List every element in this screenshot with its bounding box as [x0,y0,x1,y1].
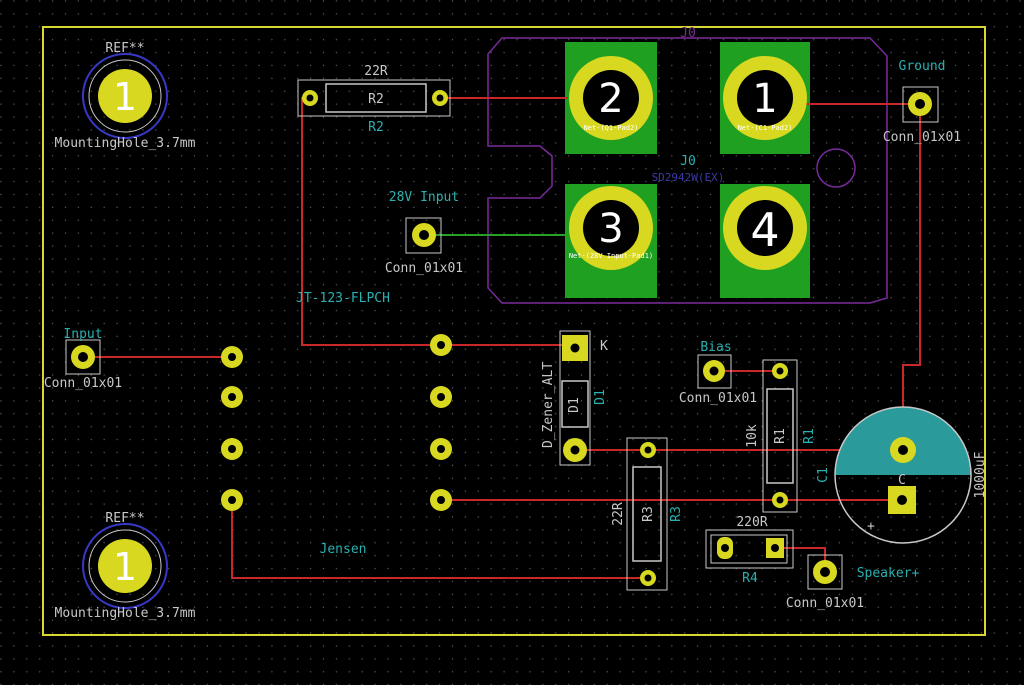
r4-ref: R4 [742,571,758,586]
c1-value: 1000uF [973,451,988,498]
c1-ref: C1 [816,467,831,483]
capacitor-c1[interactable]: C + C1 1000uF [816,406,988,544]
j0-pad-4-number: 4 [750,203,779,257]
mh2-pad-number: 1 [113,545,137,589]
mh1-ref: REF** [105,41,144,56]
j0-pad-1-net: Net-(C1-Pad2) [738,124,793,132]
c1-pin-label: C [898,473,906,488]
bias-value: Conn_01x01 [679,391,757,406]
d1-value: D_Zener_ALT [541,362,556,448]
resistor-r1[interactable]: 10k R1 R1 [745,359,817,513]
connector-input[interactable]: Input Conn_01x01 [44,327,122,391]
r1-value: 10k [745,424,760,448]
c1-plus: + [867,519,875,534]
speaker-label: Speaker+ [857,566,920,581]
r1-ref: R1 [802,428,817,444]
ground-value: Conn_01x01 [883,130,961,145]
transformer-jensen[interactable]: Jensen [221,334,452,557]
j0-pad-3-number: 3 [598,206,623,252]
mh1-pad-number: 1 [113,75,137,119]
28v-label: 28V Input [389,190,459,205]
input-label: Input [63,327,102,342]
connector-ground[interactable]: Ground Conn_01x01 [883,59,961,145]
d1-k: K [600,339,608,354]
connector-28v-input[interactable]: 28V Input Conn_01x01 [385,190,463,276]
mh2-value: MountingHole_3.7mm [55,606,196,621]
j0-ref: J0 [680,154,696,169]
transformer-value: JT-123-FLPCH [296,291,390,306]
connector-bias[interactable]: Bias Conn_01x01 [679,340,757,406]
transistor-j0[interactable]: J0 J0 SD2942W(EX) 2 Net-(Q1-Pad2) 1 Net-… [569,26,807,270]
j0-pad-2-net: Net-(Q1-Pad2) [584,124,639,132]
resistor-r4[interactable]: 220R R4 [705,515,794,586]
diode-d1[interactable]: K D_Zener_ALT D1 D1 [541,330,608,466]
speaker-value: Conn_01x01 [786,596,864,611]
transistor-mount-hole-outline [816,148,856,188]
bias-label: Bias [700,340,731,355]
resistor-r3[interactable]: 22R R3 R3 [611,437,684,591]
transistor-courtyard [487,37,888,304]
board-edge-outline [42,26,986,636]
resistor-r2[interactable]: 22R R2 R2 [297,64,451,135]
j0-ref-top: J0 [680,26,696,41]
r2-ref: R2 [368,120,384,135]
d1-ref: D1 [593,389,608,405]
j0-pad-3-net: Net-(28V Input-Pad1) [569,252,653,260]
input-value: Conn_01x01 [44,376,122,391]
r2-value: 22R [364,64,388,79]
j0-value: SD2942W(EX) [652,171,725,184]
d1-body-label: D1 [567,397,582,413]
r1-body-label: R1 [773,428,788,444]
j0-pad-1-number: 1 [752,76,777,122]
mh1-value: MountingHole_3.7mm [55,136,196,151]
transformer-ref: Jensen [320,542,367,557]
r3-ref: R3 [669,506,684,522]
mounting-hole-2[interactable]: 1 REF** MountingHole_3.7mm [55,511,196,621]
28v-value: Conn_01x01 [385,261,463,276]
mounting-hole-1[interactable]: 1 REF** MountingHole_3.7mm [55,41,196,151]
mh2-ref: REF** [105,511,144,526]
r3-body-label: R3 [641,506,656,522]
j0-pad-2-number: 2 [598,76,623,122]
r4-value: 220R [736,515,767,530]
ground-label: Ground [899,59,946,74]
r3-value: 22R [611,502,626,526]
r2-body-label: R2 [368,92,384,107]
connector-speaker[interactable]: Speaker+ Conn_01x01 [786,554,920,611]
